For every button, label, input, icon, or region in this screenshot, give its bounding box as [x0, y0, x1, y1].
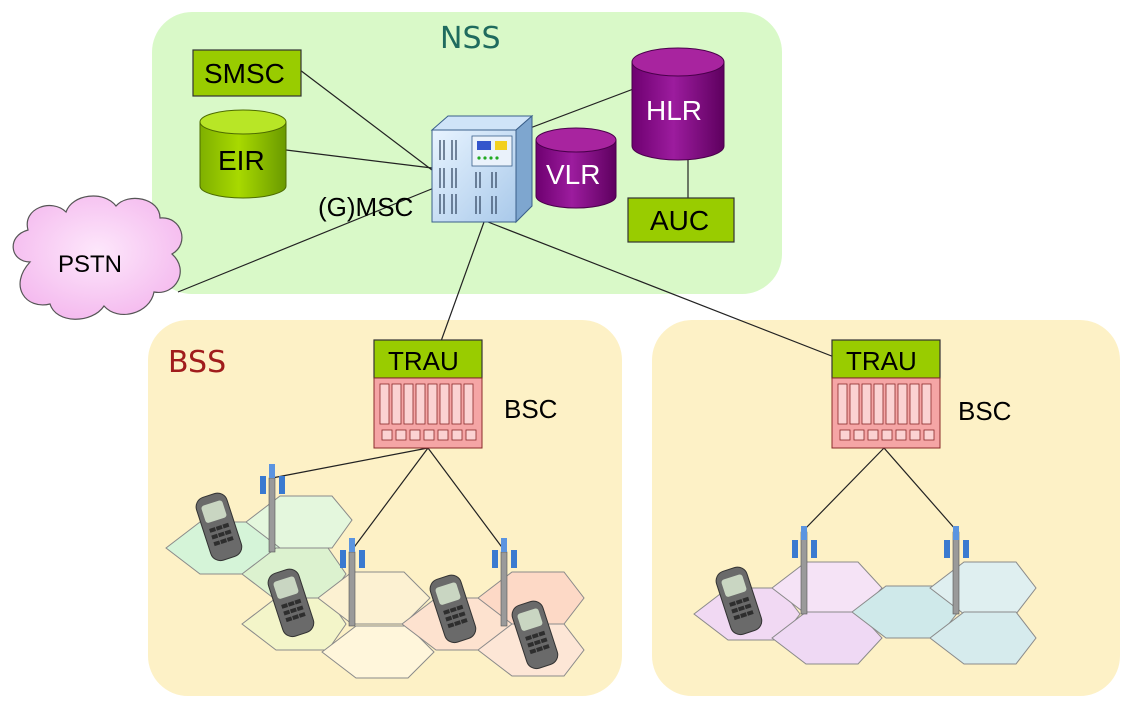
hex-cell: [321, 625, 435, 679]
mobile-phone-icon: [267, 568, 315, 638]
link-pstn-msc: [177, 187, 435, 293]
smsc-node: SMSC: [192, 49, 302, 97]
phones: [195, 492, 763, 670]
tower-icon: [792, 526, 817, 615]
towers: [260, 464, 969, 627]
cloud-icon: [12, 195, 183, 320]
tower-icon: [340, 538, 365, 627]
mobile-phone-icon: [429, 574, 477, 644]
link-bscl-tower2: [351, 447, 429, 551]
tower-icon: [492, 538, 517, 627]
tower-icon: [260, 464, 285, 553]
connections: [177, 69, 957, 551]
link-bscl-tower1: [271, 447, 429, 479]
hlr-node: HLR: [631, 47, 725, 161]
link-bscl-tower3: [427, 447, 505, 551]
vlr-node: VLR: [535, 127, 617, 209]
bsc-left-node: TRAU BSC: [373, 339, 557, 449]
tower-icon: [944, 526, 969, 615]
bsc-left-label: BSC: [504, 394, 557, 424]
bss-region-label: BSS: [168, 345, 226, 380]
trau-left-label: TRAU: [388, 346, 459, 376]
vlr-label: VLR: [546, 159, 600, 190]
link-msc-bsc-right: [487, 221, 889, 379]
bsc-right-label: BSC: [958, 396, 1011, 426]
link-msc-bsc-left: [439, 221, 485, 345]
auc-node: AUC: [627, 197, 735, 243]
bsc-rack-icon: [831, 377, 941, 449]
mobile-phone-icon: [715, 566, 763, 636]
gmsc-node: (G)MSC: [318, 114, 534, 224]
pstn-label: PSTN: [58, 251, 122, 278]
eir-label: EIR: [218, 145, 265, 176]
eir-node: EIR: [199, 109, 287, 199]
trau-right-box: [831, 339, 941, 379]
nss-region-label: NSS: [440, 21, 501, 56]
auc-label: AUC: [650, 205, 709, 236]
bsc-rack-icon: [373, 377, 483, 449]
link-eir-msc: [285, 149, 433, 169]
pstn-node: PSTN: [12, 195, 183, 320]
bsc-right-node: TRAU BSC: [831, 339, 1011, 449]
link-smsc-msc: [299, 69, 433, 171]
mobile-phone-icon: [195, 492, 243, 562]
hlr-label: HLR: [646, 95, 702, 126]
mobile-phone-icon: [511, 600, 559, 670]
link-bscr-tower2: [883, 447, 957, 531]
link-hlr-msc: [529, 87, 637, 129]
gmsc-label: (G)MSC: [318, 192, 413, 222]
smsc-label: SMSC: [204, 58, 285, 89]
hex-cell: [929, 611, 1037, 665]
trau-right-label: TRAU: [846, 346, 917, 376]
server-icon: [430, 114, 534, 224]
link-bscr-tower1: [803, 447, 885, 531]
